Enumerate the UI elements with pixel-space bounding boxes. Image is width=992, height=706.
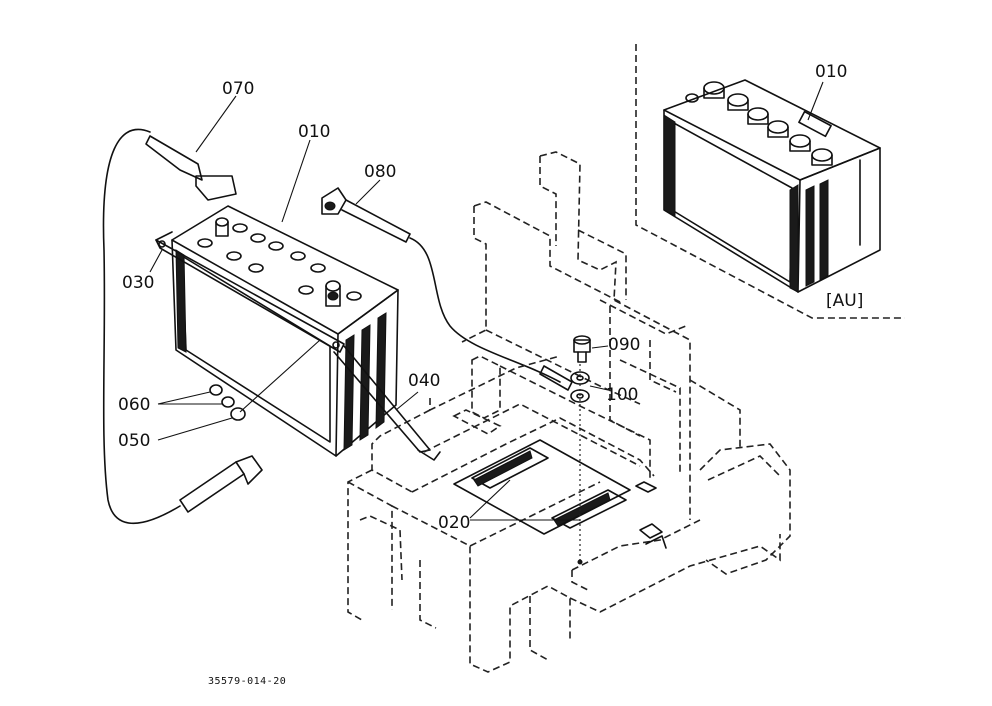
drawing-number: 35579-014-20 bbox=[208, 676, 286, 687]
bolts-060-050: 060 050 bbox=[118, 339, 321, 451]
main-battery-vent-holes bbox=[197, 223, 362, 301]
label-010-au: 010 bbox=[815, 62, 847, 82]
au-battery-caps bbox=[685, 81, 833, 166]
cable-070: 070 bbox=[102, 79, 263, 525]
label-100: 100 bbox=[606, 385, 638, 405]
leader-030 bbox=[149, 249, 163, 273]
main-battery bbox=[171, 205, 399, 457]
label-050: 050 bbox=[118, 431, 150, 451]
cable-080: 080 bbox=[321, 162, 573, 391]
au-inset: 010 [AU] bbox=[635, 44, 905, 319]
label-070: 070 bbox=[222, 79, 254, 99]
positive-terminal-icon bbox=[215, 217, 229, 237]
chassis-frame bbox=[347, 151, 791, 673]
au-battery bbox=[663, 79, 881, 293]
label-030: 030 bbox=[122, 273, 154, 293]
au-inset-border bbox=[635, 44, 905, 319]
hold-down-bracket bbox=[155, 231, 345, 353]
leader-010-main bbox=[281, 139, 311, 223]
label-040: 040 bbox=[408, 371, 440, 391]
label-au-region: [AU] bbox=[826, 291, 863, 311]
label-080: 080 bbox=[364, 162, 396, 182]
bolt-090-washer-100: 090 100 bbox=[570, 335, 640, 565]
au-010-leader bbox=[807, 81, 824, 121]
label-020: 020 bbox=[438, 513, 470, 533]
battery-tray: 020 bbox=[438, 439, 631, 535]
label-010-main: 010 bbox=[298, 122, 330, 142]
label-060: 060 bbox=[118, 395, 150, 415]
negative-terminal-icon bbox=[325, 280, 341, 307]
label-090: 090 bbox=[608, 335, 640, 355]
